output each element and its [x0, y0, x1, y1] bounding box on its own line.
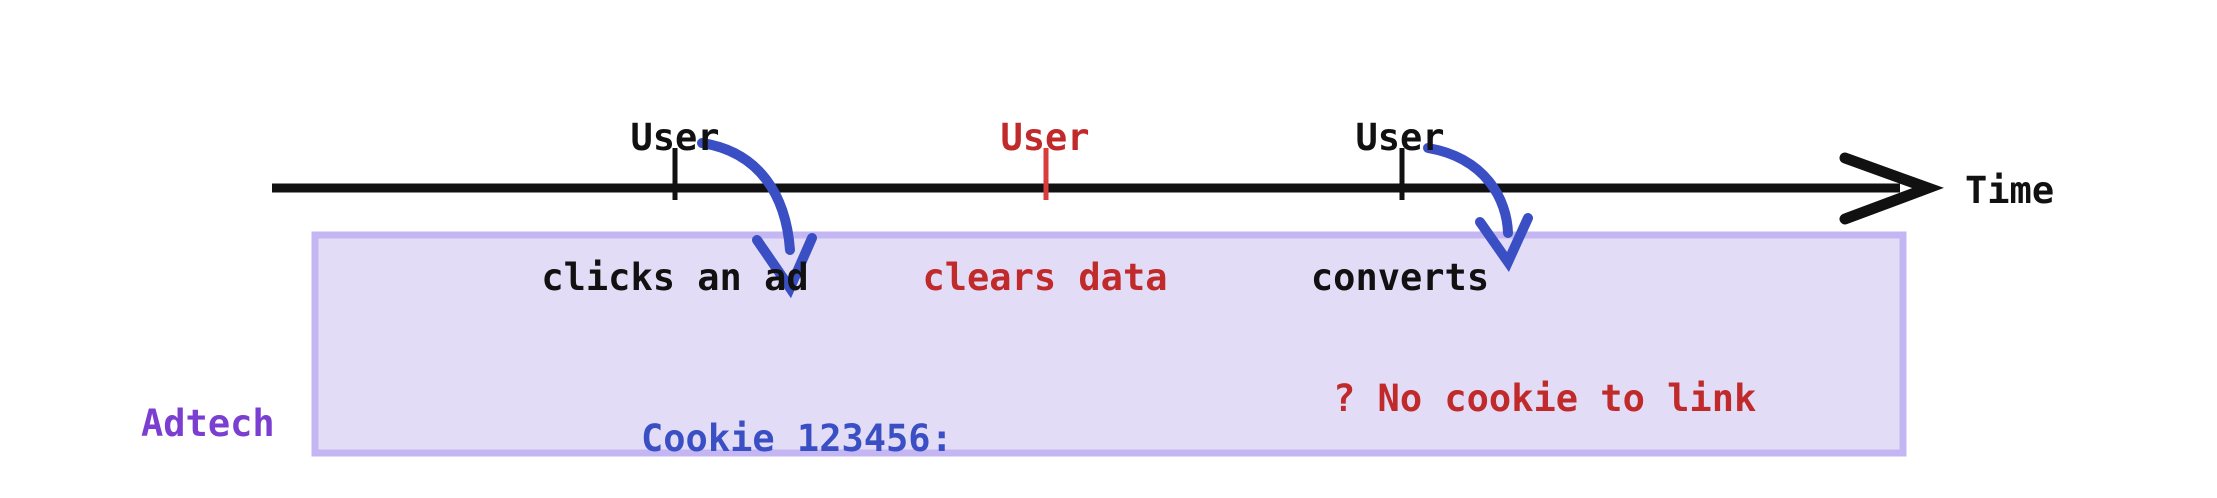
adtech-server-lane-box: [311, 231, 1907, 457]
time-axis-caption: Time: [1965, 169, 2055, 212]
event-label-line-2: converts: [1310, 256, 1490, 300]
click-to-cookie-arrow: [697, 138, 795, 255]
timeline-arrowhead-icon: [1839, 152, 1944, 225]
cookie-logged-note-line-1: Cookie 123456:: [641, 417, 953, 461]
event-label-user-clicks-an-ad: User clicks an ad: [480, 22, 870, 395]
no-conversion-note: ? No cookie to link this conversion to ⇒…: [1333, 276, 1756, 498]
adtech-server-label: Adtech server: [141, 296, 275, 498]
event-label-line-1: User: [1000, 116, 1090, 160]
event-label-line-1: User: [1355, 116, 1445, 160]
convert-to-no-conversion-arrowhead-icon: [1475, 213, 1533, 273]
convert-to-no-conversion-arrow: [1423, 143, 1513, 238]
adtech-server-label-line-1: Adtech: [141, 402, 275, 446]
event-label-line-2: clears data: [922, 256, 1168, 300]
cookie-logged-note: Cookie 123456: Ad clicked: [641, 316, 953, 498]
click-to-cookie-arrowhead-icon: [752, 233, 817, 299]
event-label-user-clears-data: User clears data: [895, 22, 1195, 395]
event-label-user-converts: User converts: [1250, 22, 1550, 395]
event-label-line-1: User: [630, 116, 720, 160]
no-conversion-note-line-1: ? No cookie to link: [1333, 377, 1757, 421]
event-label-line-2: clicks an ad: [541, 256, 809, 300]
